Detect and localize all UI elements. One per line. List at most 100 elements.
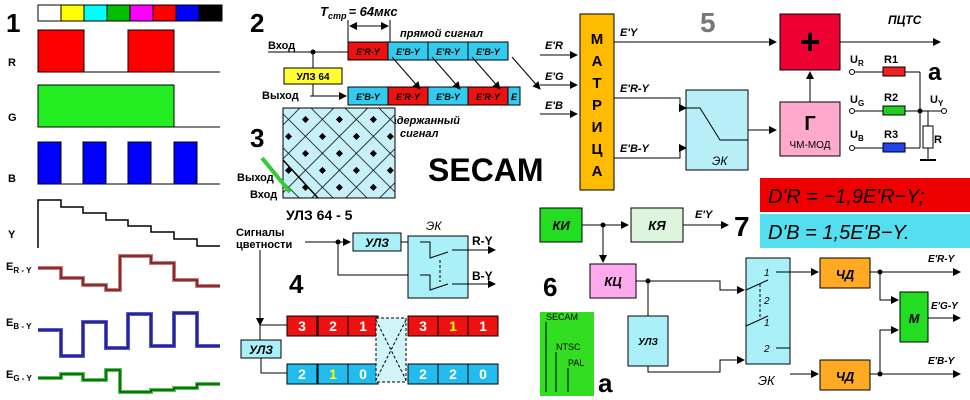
p6-ulz-label: УЛЗ <box>638 337 659 348</box>
period-label: Tстр= 64мкс <box>320 4 398 21</box>
p3-input-label: Вход <box>250 189 277 201</box>
p6-ulz-box <box>627 315 669 367</box>
panel-number-3: 3 <box>250 123 264 153</box>
resistor-matrix: UR UG UB UY R1 R2 R3 R <box>849 54 947 161</box>
p4-bottom-cell-label-2: 0 <box>359 366 367 382</box>
p4-top-cell-label-4: 1 <box>449 318 457 334</box>
matrix-letter-2: Т <box>592 75 601 92</box>
color-bar-7 <box>198 4 223 22</box>
delayed-signal-label-1: задержанный <box>385 115 460 127</box>
b-pulse-2 <box>82 141 107 185</box>
ry-to-m <box>879 272 899 304</box>
p5-out-by: E'B-Y <box>620 143 651 155</box>
color-bar-2 <box>83 4 108 22</box>
eby-color <box>38 311 220 358</box>
fm-generator-label: Г <box>804 113 815 135</box>
matrix-box <box>579 13 615 191</box>
panel-number-1: 1 <box>6 8 20 38</box>
kya-label: КЯ <box>648 218 666 233</box>
color-bar-0 <box>37 4 62 22</box>
formula-db-box <box>760 214 970 248</box>
b-pulse-4 <box>173 141 198 185</box>
panel-number-2: 2 <box>250 8 264 38</box>
delayed-cell-label-2: E'B-Y <box>436 92 461 102</box>
panel-a-letter: а <box>928 59 942 86</box>
delayed-cell-label-1: E'R-Y <box>396 92 421 102</box>
matrix-letter-3: Р <box>592 97 602 114</box>
matrix-letter-0: М <box>591 31 604 48</box>
waveform-b: B <box>8 141 220 185</box>
kya-box <box>630 207 684 243</box>
label-eby: EB - Y <box>6 317 32 331</box>
direct-cell-label-2: E'R-Y <box>436 47 461 57</box>
svg-text:R2: R2 <box>884 92 898 104</box>
p4-top-cell-label-0: 3 <box>298 318 306 334</box>
svg-text:UY: UY <box>930 94 944 108</box>
secam-title: SECAM <box>428 152 544 188</box>
direct-cell-label-3: E'B-Y <box>476 47 501 57</box>
waveform-r: R <box>8 29 220 73</box>
p4-top-cell-label-5: 1 <box>479 318 487 334</box>
std-ntsc: NTSC <box>556 342 581 352</box>
p5-output-label: ПЦТС <box>888 13 922 27</box>
ki-label: КИ <box>552 218 570 233</box>
p5-in-er: E'R <box>545 40 563 52</box>
p4-cross-1 <box>375 319 407 381</box>
p2-delay-line-label: УЛЗ 64 <box>296 72 329 83</box>
p4-cross-2 <box>375 319 407 381</box>
fm-generator-sub: ЧМ-МОД <box>790 140 831 151</box>
p5-in-eg: E'G <box>545 71 564 83</box>
ulz-to-switch <box>647 356 745 373</box>
p2-input-label: Вход <box>268 40 295 52</box>
p4-switch-box <box>407 235 469 299</box>
p6-switch-contacts <box>745 271 790 349</box>
color-bar-3 <box>106 4 131 22</box>
p4-signals-label-1: Сигналы <box>236 227 284 239</box>
p2-diagonal-arrows <box>391 56 541 90</box>
panel-number-7: 7 <box>734 211 750 242</box>
std-secam: SECAM <box>546 312 578 322</box>
p6-pin1: 1 <box>764 268 770 279</box>
color-bar-1 <box>60 4 85 22</box>
matrix-letter-4: И <box>592 119 603 136</box>
p4-bottom-cell-label-4: 2 <box>449 366 457 382</box>
m-box <box>899 291 929 343</box>
matrix-letter-5: Ц <box>592 141 603 158</box>
svg-text:R: R <box>934 134 942 146</box>
p6-out-gy: E'G-Y <box>931 301 959 312</box>
p4-top-cell-label-2: 1 <box>359 318 367 334</box>
p4-top-cell-label-1: 2 <box>329 318 337 334</box>
adder-label: + <box>799 21 820 62</box>
p2-output-label: Выход <box>262 90 299 102</box>
delay-line-crystal <box>282 107 396 199</box>
p6-pin2: 2 <box>763 296 770 307</box>
svg-text:UR: UR <box>850 54 864 68</box>
resistor-r2 <box>882 105 906 116</box>
r-pulse-2 <box>127 29 175 73</box>
delayed-cell-label-0: E'B-Y <box>356 92 381 102</box>
adder-box <box>779 13 841 71</box>
p4-out-ry: R-Y <box>472 234 493 248</box>
panel-number-4: 4 <box>289 269 304 299</box>
color-bar-6 <box>175 4 200 22</box>
p5-out-ry-line <box>614 97 687 112</box>
p4-signals-label-2: цветности <box>236 239 292 251</box>
y-staircase <box>37 199 220 248</box>
svg-text:UB: UB <box>850 129 864 143</box>
resistor-r <box>922 125 934 149</box>
egy-color <box>38 368 220 394</box>
ery-line <box>38 255 220 291</box>
delayed-cell-label-4: E <box>511 92 518 102</box>
eby-line <box>38 312 220 357</box>
p5-switch-box <box>685 89 749 171</box>
p6-out-ry: E'R-Y <box>928 254 956 265</box>
kc-box <box>589 263 637 299</box>
kc-to-switch <box>636 280 745 294</box>
panel-number-5: 5 <box>700 7 716 38</box>
panel-6a-letter: а <box>598 368 613 398</box>
